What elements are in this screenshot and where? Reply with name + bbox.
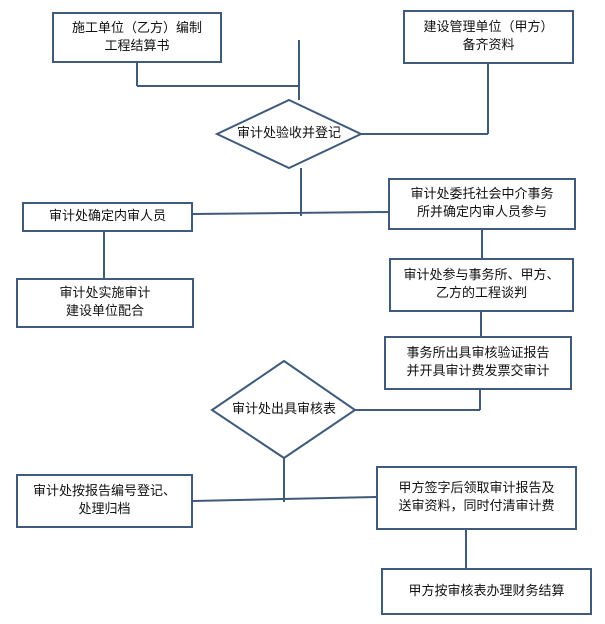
node-contractor-settlement-line1: 施工单位（乙方）编制 [71,20,202,36]
node-entrust-agency-line1: 审计处委托社会中介事务 [410,187,554,202]
node-negotiation-line1: 审计处参与事务所、甲方、 [403,268,560,283]
diamond-audit-receive-label: 审计处验收并登记 [236,126,341,141]
node-owner-materials-line1: 建设管理单位（甲方） [423,20,554,35]
diamond-issue-form [210,359,357,460]
node-entrust-agency: 审计处委托社会中介事务 所并确定内审人员参与 [388,178,576,230]
node-negotiation: 审计处参与事务所、甲方、 乙方的工程谈判 [389,258,574,312]
node-agency-report: 事务所出具审核验证报告 并开具审计费发票交审计 [384,336,572,390]
connector-archive-to-sign [192,496,377,502]
node-finance-settle-label: 甲方按审核表办理财务结算 [408,583,565,599]
node-owner-sign-line1: 甲方签字后领取审计报告及 [398,481,555,496]
node-owner-materials-line2: 备齐资料 [462,38,515,53]
node-contractor-settlement: 施工单位（乙方）编制 工程结算书 [52,12,222,63]
node-owner-sign: 甲方签字后领取审计报告及 送审资料，同时付清审计费 [376,466,577,530]
node-agency-report-line1: 事务所出具审核验证报告 [406,346,550,361]
diamond-issue-form-label: 审计处出具审核表 [231,402,336,417]
node-owner-sign-line2: 送审资料，同时付清审计费 [398,499,555,514]
node-implement-audit-line1: 审计处实施审计 [59,286,151,301]
node-archive-line1: 审计处按报告编号登记、 [32,484,176,499]
node-entrust-agency-line2: 所并确定内审人员参与 [416,205,547,220]
node-internal-auditors: 审计处确定内审人员 [22,202,193,232]
node-archive: 审计处按报告编号登记、 处理归档 [16,474,193,528]
node-negotiation-line2: 乙方的工程谈判 [435,286,527,301]
node-implement-audit: 审计处实施审计 建设单位配合 [16,278,194,328]
node-agency-report-line2: 并开具审计费发票交审计 [406,364,550,379]
node-owner-materials: 建设管理单位（甲方） 备齐资料 [403,10,574,64]
node-implement-audit-line2: 建设单位配合 [65,304,144,319]
diamond-audit-receive [214,98,364,170]
node-contractor-settlement-line2: 工程结算书 [104,38,170,54]
node-archive-line2: 处理归档 [78,502,131,517]
node-finance-settle: 甲方按审核表办理财务结算 [381,568,592,615]
connector-split-horizontal [192,211,389,215]
node-internal-auditors-label: 审计处确定内审人员 [48,209,166,224]
